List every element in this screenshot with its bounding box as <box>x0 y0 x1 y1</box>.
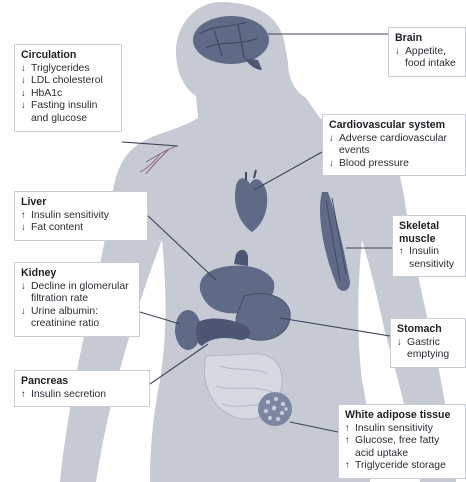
cardio-effect-2: ↓ Blood pressure <box>329 158 459 171</box>
down-arrow-icon: ↓ <box>21 63 31 76</box>
adipose-effect-1: ↑ Insulin sensitivity <box>345 423 459 436</box>
adipose-organ <box>258 392 292 426</box>
effect-text: Insulin secretion <box>31 389 143 402</box>
brain-box: Brain ↓ Appetite, food intake <box>388 27 466 77</box>
skeletal-title: Skeletal muscle <box>399 220 459 245</box>
pancreas-title: Pancreas <box>21 375 143 388</box>
skeletal-effect-1: ↑ Insulin sensitivity <box>399 246 459 271</box>
liver-title: Liver <box>21 196 141 209</box>
down-arrow-icon: ↓ <box>21 306 31 331</box>
pancreas-box: Pancreas ↑ Insulin secretion <box>14 370 150 407</box>
circulation-title: Circulation <box>21 49 115 62</box>
effect-text: Insulin sensitivity <box>409 246 459 271</box>
adipose-effect-3: ↑ Triglyceride storage <box>345 460 459 473</box>
effect-text: Insulin sensitivity <box>355 423 459 436</box>
effect-text: Urine albumin: creatinine ratio <box>31 306 133 331</box>
effect-text: Adverse cardiovascular events <box>339 133 459 158</box>
down-arrow-icon: ↓ <box>21 100 31 125</box>
up-arrow-icon: ↑ <box>399 246 409 271</box>
cardio-effect-1: ↓ Adverse cardiovascular events <box>329 133 459 158</box>
up-arrow-icon: ↑ <box>21 389 31 402</box>
up-arrow-icon: ↑ <box>345 460 355 473</box>
pancreas-effect-1: ↑ Insulin secretion <box>21 389 143 402</box>
cardio-box: Cardiovascular system ↓ Adverse cardiova… <box>322 114 466 176</box>
effect-text: Gastric emptying <box>407 337 459 362</box>
effect-text: Fasting insulin and glucose <box>31 100 115 125</box>
down-arrow-icon: ↓ <box>21 75 31 88</box>
effect-text: Appetite, food intake <box>405 46 459 71</box>
effect-text: Decline in glomerular filtration rate <box>31 281 133 306</box>
adipose-title: White adipose tissue <box>345 409 459 422</box>
stomach-effect-1: ↓ Gastric emptying <box>397 337 459 362</box>
cardio-title: Cardiovascular system <box>329 119 459 132</box>
circulation-effect-4: ↓ Fasting insulin and glucose <box>21 100 115 125</box>
up-arrow-icon: ↑ <box>21 210 31 223</box>
liver-effect-2: ↓ Fat content <box>21 222 141 235</box>
adipose-box: White adipose tissue ↑ Insulin sensitivi… <box>338 404 466 479</box>
effect-text: Insulin sensitivity <box>31 210 141 223</box>
down-arrow-icon: ↓ <box>21 281 31 306</box>
down-arrow-icon: ↓ <box>329 133 339 158</box>
brain-effect-1: ↓ Appetite, food intake <box>395 46 459 71</box>
effect-text: HbA1c <box>31 88 115 101</box>
effect-text: Glucose, free fatty acid uptake <box>355 435 459 460</box>
down-arrow-icon: ↓ <box>329 158 339 171</box>
down-arrow-icon: ↓ <box>21 222 31 235</box>
down-arrow-icon: ↓ <box>21 88 31 101</box>
kidney-title: Kidney <box>21 267 133 280</box>
up-arrow-icon: ↑ <box>345 423 355 436</box>
circulation-effect-2: ↓ LDL cholesterol <box>21 75 115 88</box>
effect-text: Triglycerides <box>31 63 115 76</box>
down-arrow-icon: ↓ <box>397 337 407 362</box>
effect-text: Fat content <box>31 222 141 235</box>
effect-text: Blood pressure <box>339 158 459 171</box>
kidney-effect-1: ↓ Decline in glomerular filtration rate <box>21 281 133 306</box>
adipose-effect-2: ↑ Glucose, free fatty acid uptake <box>345 435 459 460</box>
liver-effect-1: ↑ Insulin sensitivity <box>21 210 141 223</box>
effect-text: Triglyceride storage <box>355 460 459 473</box>
stomach-box: Stomach ↓ Gastric emptying <box>390 318 466 368</box>
circulation-effect-1: ↓ Triglycerides <box>21 63 115 76</box>
down-arrow-icon: ↓ <box>395 46 405 71</box>
up-arrow-icon: ↑ <box>345 435 355 460</box>
liver-box: Liver ↑ Insulin sensitivity ↓ Fat conten… <box>14 191 148 241</box>
kidney-box: Kidney ↓ Decline in glomerular filtratio… <box>14 262 140 337</box>
brain-title: Brain <box>395 32 459 45</box>
effect-text: LDL cholesterol <box>31 75 115 88</box>
kidney-effect-2: ↓ Urine albumin: creatinine ratio <box>21 306 133 331</box>
stomach-title: Stomach <box>397 323 459 336</box>
circulation-effect-3: ↓ HbA1c <box>21 88 115 101</box>
skeletal-box: Skeletal muscle ↑ Insulin sensitivity <box>392 215 466 277</box>
circulation-box: Circulation ↓ Triglycerides ↓ LDL choles… <box>14 44 122 132</box>
